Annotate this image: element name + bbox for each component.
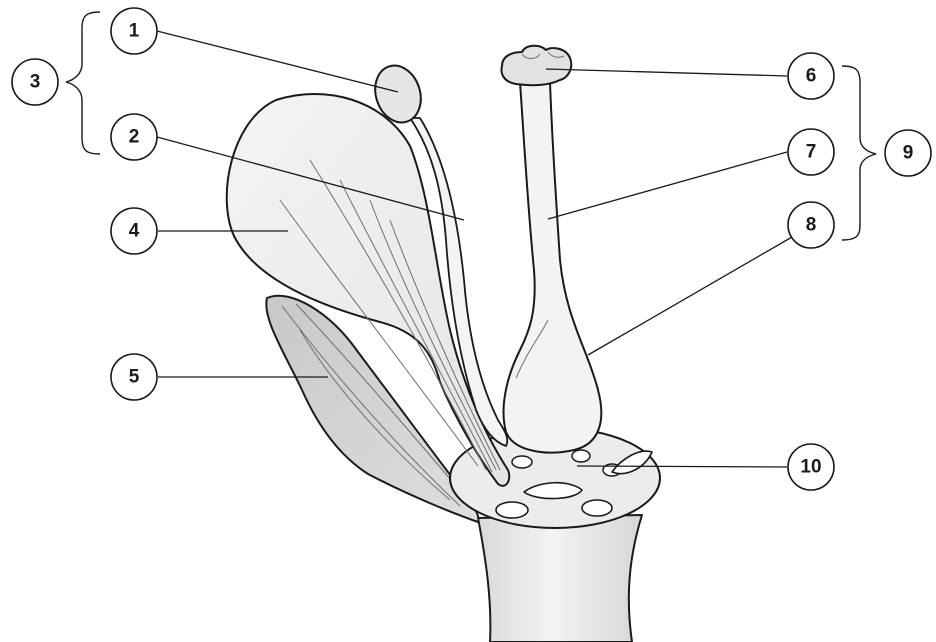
callout-7: 7 xyxy=(788,129,834,175)
callout-9-text: 9 xyxy=(903,143,914,164)
brace-right xyxy=(842,66,876,240)
receptacle-hole xyxy=(496,502,528,518)
callout-10-text: 10 xyxy=(800,457,821,478)
callout-9: 9 xyxy=(885,130,931,176)
callout-5: 5 xyxy=(111,354,157,400)
pistil-shape xyxy=(504,82,602,453)
callout-2: 2 xyxy=(111,114,157,160)
receptacle-hole xyxy=(582,500,612,516)
callout-1: 1 xyxy=(111,8,157,54)
callout-4: 4 xyxy=(111,208,157,254)
callout-10: 10 xyxy=(788,444,834,490)
leader-line-1 xyxy=(157,31,398,92)
callout-8-text: 8 xyxy=(806,215,817,236)
leader-line-6 xyxy=(546,69,787,76)
receptacle-hole xyxy=(572,450,590,462)
callout-6-text: 6 xyxy=(806,66,817,87)
callout-8: 8 xyxy=(788,202,834,248)
callout-1-text: 1 xyxy=(129,21,140,42)
callout-2-text: 2 xyxy=(129,127,140,148)
leader-line-7 xyxy=(548,152,787,219)
callout-7-text: 7 xyxy=(806,142,817,163)
callout-3: 3 xyxy=(12,59,58,105)
brace-left xyxy=(66,12,100,154)
callout-6: 6 xyxy=(788,53,834,99)
flower-drawing xyxy=(227,46,660,642)
receptacle-hole xyxy=(512,456,532,468)
stigma-shape xyxy=(502,46,572,85)
callout-5-text: 5 xyxy=(129,367,140,388)
callout-3-text: 3 xyxy=(30,72,41,93)
leader-line-8 xyxy=(588,237,792,355)
callout-4-text: 4 xyxy=(129,221,140,242)
stalk-shape xyxy=(478,515,642,642)
